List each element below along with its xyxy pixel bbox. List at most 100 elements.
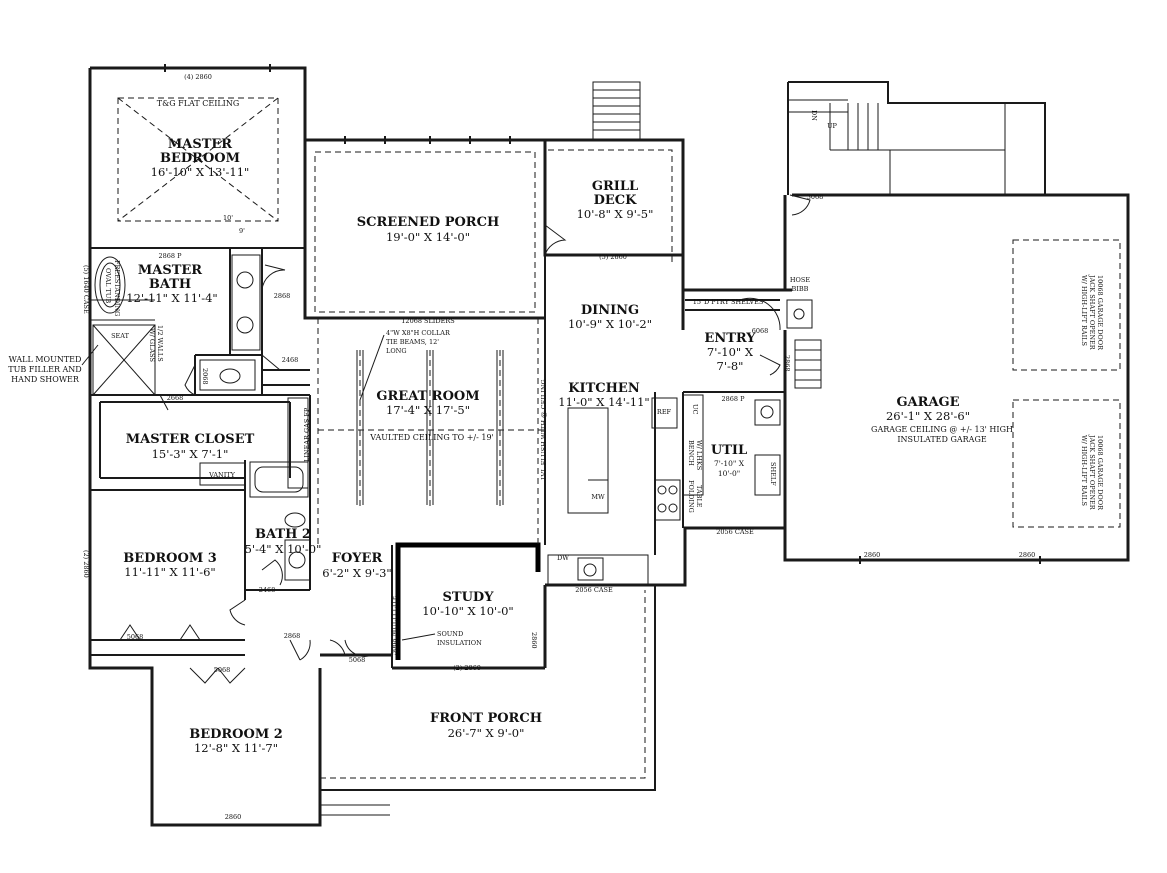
- nine-ft-label: 9': [239, 227, 245, 235]
- sound-note-2: INSULATION: [437, 639, 482, 647]
- bedroom3-name: BEDROOM 3: [123, 551, 217, 566]
- wall-mounted-note-3: HAND SHOWER: [11, 375, 80, 384]
- foyer-dim: 6'-2" X 9'-3": [322, 566, 391, 580]
- room-labels: T&G FLAT CEILING MASTER BEDROOM 16'-10" …: [123, 99, 1013, 755]
- wlhks-label: W/ LHKS: [695, 440, 703, 470]
- great-room-name: GREAT ROOM: [376, 389, 479, 404]
- collar-note-3: LONG: [386, 347, 407, 355]
- entry-stairs: [794, 339, 822, 389]
- bedroom2-name: BEDROOM 2: [189, 727, 283, 742]
- grill-deck-name-2: DECK: [594, 193, 638, 208]
- window-marks: [164, 64, 1041, 564]
- garage-door-1b: JACK SHAFT OPENER: [1088, 274, 1096, 351]
- entry-dim-2: 7'-8": [717, 359, 744, 373]
- dining-dim: 10'-9" X 10'-2": [568, 317, 652, 331]
- wall-mounted-note-1: WALL MOUNTED: [9, 355, 82, 364]
- garage-door-1a: 10068 GARAGE DOOR: [1096, 275, 1104, 351]
- label-bed3-5068: 5068: [127, 633, 144, 641]
- master-closet-name: MASTER CLOSET: [126, 432, 255, 447]
- util-dim-1: 7'-10" X: [714, 459, 745, 468]
- master-bath-name-1: MASTER: [138, 263, 202, 278]
- kitchen-dim: 11'-0" X 14'-11": [558, 395, 649, 409]
- dining-name: DINING: [581, 303, 639, 318]
- up-label: UP: [827, 122, 837, 130]
- screened-porch-name: SCREENED PORCH: [357, 215, 499, 230]
- label-bed2-5068: 5068: [214, 666, 231, 674]
- seat-label: SEAT: [111, 332, 130, 340]
- label-bed2-2868: 2868: [284, 632, 301, 640]
- entry-dim-1: 7'-10" X: [707, 345, 754, 359]
- garage-note-2: INSULATED GARAGE: [897, 435, 987, 444]
- ref-label: REF: [657, 408, 672, 416]
- dn-label: DN: [810, 110, 818, 121]
- label-mc-2668: 2668: [167, 394, 184, 402]
- garage-note-1: GARAGE CEILING @ +/- 13' HIGH: [871, 425, 1013, 434]
- garage-rear-stairs: [787, 81, 1046, 195]
- label-util-2468: 2468: [282, 356, 299, 364]
- great-room-ceiling: VAULTED CEILING TO +/- 19': [369, 433, 494, 442]
- garage-name: GARAGE: [896, 395, 959, 410]
- garage-door-2a: 10068 GARAGE DOOR: [1096, 435, 1104, 511]
- master-ceiling-note: T&G FLAT CEILING: [157, 99, 239, 108]
- fixtures: [92, 254, 813, 586]
- pantry-note: 15"D PTRY SHELVES: [693, 298, 764, 306]
- bedroom3-dim: 11'-11" X 11'-6": [124, 565, 215, 579]
- grill-deck-name-1: GRILL: [592, 179, 638, 194]
- garage-dim: 26'-1" X 28'-6": [886, 409, 970, 423]
- sound-note-1: SOUND: [437, 630, 463, 638]
- label-entry-2868: 2868: [783, 355, 791, 372]
- collar-note-2: TIE BEAMS, 12': [386, 338, 439, 346]
- half-walls-note-1: 1/2 WALLS: [156, 325, 164, 362]
- label-garage-2860-b: 2860: [1019, 551, 1036, 559]
- bath2-name: BATH 2: [255, 527, 311, 542]
- multi-lite-note: 5068 MULTI LITE: [390, 595, 398, 655]
- uc-label: UC: [691, 404, 699, 414]
- garage-door-2b: JACK SHAFT OPENER: [1088, 434, 1096, 511]
- grill-deck-dim: 10'-8" X 9'-5": [577, 207, 654, 221]
- label-garage-2860-a: 2860: [864, 551, 881, 559]
- entry-name: ENTRY: [704, 331, 756, 346]
- garage-door-1c: W/ HIGH-LIFT RAILS: [1080, 275, 1088, 346]
- label-foyer-5068: 5068: [349, 656, 366, 664]
- vanity-label: VANITY: [208, 471, 236, 479]
- shelf-label: SHELF: [769, 462, 777, 486]
- study-name: STUDY: [443, 590, 495, 605]
- great-room-dim: 17'-4" X 17'-5": [386, 403, 470, 417]
- mw-label: MW: [591, 493, 605, 501]
- label-dining-2860: (5) 2860: [599, 253, 627, 261]
- garage-door-2c: W/ HIGH-LIFT RAILS: [1080, 435, 1088, 506]
- oval-tub-note-1: FREESTANDING: [113, 260, 121, 316]
- dw-label: DW: [557, 554, 569, 562]
- master-closet-dim: 15'-3" X 7'-1": [152, 447, 229, 461]
- label-mb-case: (5) 1640 CASE: [82, 265, 90, 314]
- label-bed2-bottom: 2860: [225, 813, 242, 821]
- study-walls: [391, 542, 541, 668]
- util-dim-2: 10'-0": [718, 469, 740, 478]
- dashed-overlays: [117, 97, 1121, 779]
- door-size-labels: (4) 2860 2868 P (5) 1640 CASE 2868 2068 …: [82, 73, 1035, 821]
- hose-note-2: BIBB: [792, 285, 809, 293]
- label-bath2-2468: 2468: [259, 586, 276, 594]
- screened-porch-dim: 19'-0" X 14'-0": [386, 230, 470, 244]
- label-bed3-side: (2) 2860: [82, 550, 90, 578]
- half-walls-note-2: W/ GLASS: [148, 328, 156, 362]
- master-bath-name-2: BATH: [149, 277, 191, 292]
- wall-mounted-note-2: TUB FILLER AND: [8, 365, 81, 374]
- grill-deck-stairs: [592, 81, 641, 141]
- master-bedroom-name-1: MASTER: [168, 137, 232, 152]
- door-swings: [119, 194, 811, 684]
- annotation-notes: WALL MOUNTED TUB FILLER AND HAND SHOWER …: [8, 110, 1104, 655]
- bath2-dim: 5'-4" X 10'-0": [245, 542, 322, 556]
- label-case-2056-b: 2056 CASE: [575, 586, 613, 594]
- label-study-side-2860: 2860: [530, 632, 538, 649]
- master-bath-dim: 12'-11" X 11'-4": [126, 291, 217, 305]
- label-top-master: (4) 2860: [184, 73, 212, 81]
- oval-tub-note-2: OVAL TUB: [104, 268, 112, 303]
- label-util-2868p: 2868 P: [722, 395, 746, 403]
- linear-gas-note: LINEAR GAS FP: [303, 407, 311, 462]
- sliders-note: 12068 SLIDERS: [401, 317, 454, 325]
- folding-label-2: TABLE: [695, 485, 703, 508]
- oval-tub: [94, 256, 126, 314]
- label-garage-3068: 3068: [807, 193, 824, 201]
- front-porch-outline: [319, 585, 656, 816]
